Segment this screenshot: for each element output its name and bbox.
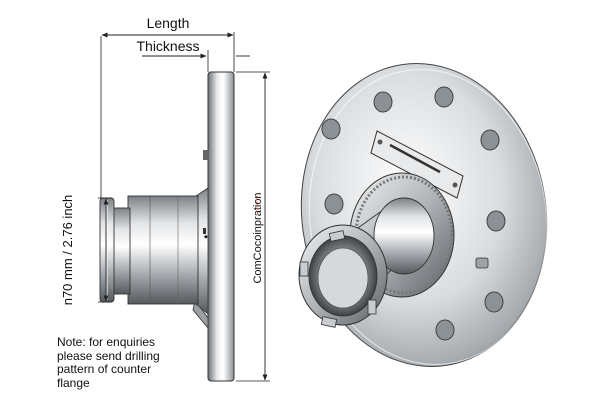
name-plate: [370, 130, 464, 199]
bolt-holes: [321, 86, 506, 341]
counter-flange-dimension: ComCocoinpration: [236, 71, 270, 382]
diameter-label: n70 mm / 2.76 inch: [60, 195, 75, 306]
thickness-label: Thickness: [136, 38, 199, 54]
side-view: ◆: [99, 71, 235, 382]
note-line-4: flange: [57, 375, 90, 390]
length-dimension: Length: [100, 15, 235, 198]
enquiry-note: Note: for enquiries please send drilling…: [57, 335, 247, 390]
thickness-dimension: Thickness: [136, 38, 250, 72]
note-line-1: Note: for enquiries: [57, 335, 156, 349]
note-line-3: pattern of counter: [57, 362, 152, 376]
counter-flange-label: ComCocoinpration: [252, 192, 264, 283]
diameter-dimension: n70 mm / 2.76 inch: [60, 195, 112, 306]
note-line-2: please send drilling: [57, 348, 160, 363]
length-label: Length: [147, 15, 190, 31]
perspective-view: [298, 63, 548, 367]
svg-text:◆: ◆: [204, 234, 208, 240]
